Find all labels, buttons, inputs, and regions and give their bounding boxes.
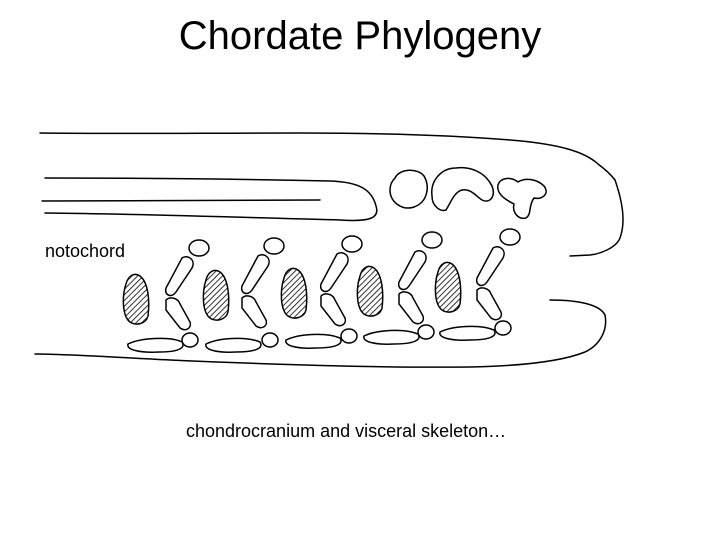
otic-capsule [389,169,428,209]
gill-element-hatched [122,273,150,325]
hypobranchial-element [340,328,358,344]
notochord-label: notochord [45,241,126,261]
ceratobranchial-rod [165,297,192,331]
snout-outline [569,179,624,257]
cranial-sheath-upper [44,177,378,222]
epibranchial-rod [397,250,427,291]
arch-top-element [499,228,521,246]
cranial-sheath-line [41,199,321,202]
arch-top-element [188,239,210,257]
hypobranchial-element [417,324,435,340]
ceratobranchial-rod [476,287,503,321]
hypobranchial-element [494,320,512,336]
head-lower-outline [34,299,607,368]
hypobranchial-element [261,332,279,348]
hypobranchial-element [181,332,199,348]
ceratobranchial-rod [398,291,425,325]
caption-label: chondrocranium and visceral skeleton… [186,421,507,441]
basibranchial-element [285,333,342,349]
epibranchial-rod [240,254,270,295]
nasal-capsule [497,177,547,220]
epibranchial-rod [475,246,505,287]
head-upper-outline [39,132,616,181]
arch-top-element [421,231,443,249]
gill-element-hatched [434,261,462,313]
orbital-capsule [431,166,494,212]
basibranchial-element [439,325,496,341]
ceratobranchial-rod [241,295,268,329]
epibranchial-rod [164,256,194,297]
basibranchial-element [127,337,184,353]
gill-element-hatched [202,269,230,321]
epibranchial-rod [319,252,349,293]
slide-title: Chordate Phylogeny [178,14,542,58]
gill-element-hatched [356,265,384,317]
arch-top-element [263,237,285,255]
basibranchial-element [205,337,262,353]
gill-element-hatched [280,267,308,319]
basibranchial-element [363,329,420,345]
ceratobranchial-rod [320,293,347,327]
arch-top-element [341,235,363,253]
